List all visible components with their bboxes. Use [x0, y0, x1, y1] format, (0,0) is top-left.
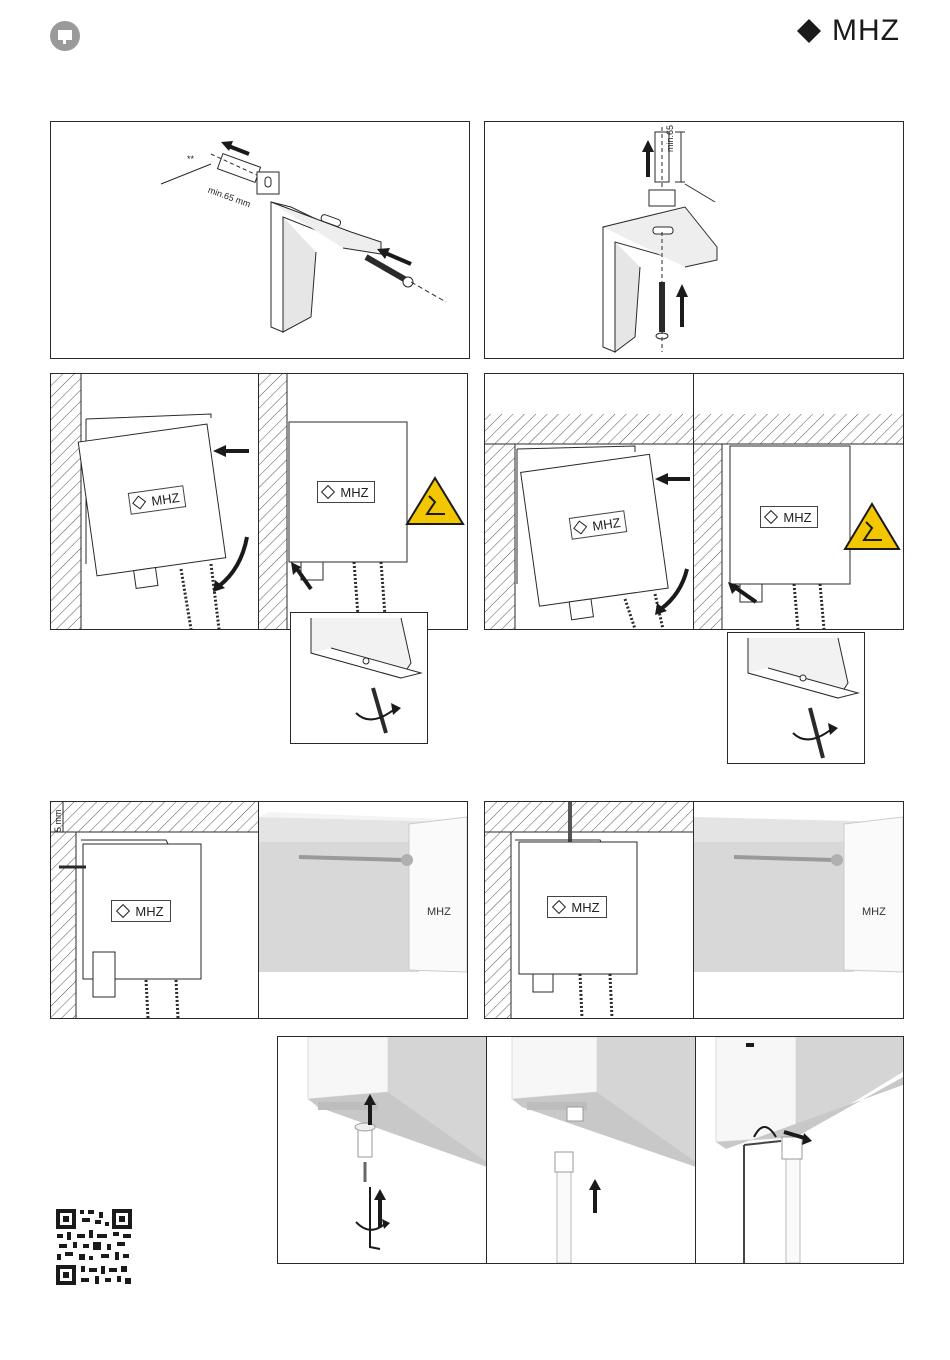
diamond-icon: [133, 495, 147, 509]
render-wall-headrail: MHZ: [258, 801, 468, 1019]
render-logo-text: MHZ: [427, 906, 451, 918]
step-crank-adapter: [277, 1036, 487, 1264]
label-double-star: **: [187, 154, 194, 164]
brand-logo: MHZ: [796, 14, 900, 48]
step-wall-final-section: 5 mm MHZ: [50, 801, 259, 1019]
step-crank-hook: [695, 1036, 904, 1264]
product-logo-box: MHZ: [547, 896, 607, 918]
step-ceiling-locked-panel: MHZ: [693, 373, 904, 630]
detail-release-screw-ceiling: [727, 632, 865, 764]
step-ceiling-mount-panel: min.65 mm: [484, 121, 904, 359]
product-logo-box: MHZ: [111, 900, 171, 922]
render-ceiling-headrail: MHZ: [693, 801, 904, 1019]
step-crank-insert: [486, 1036, 696, 1264]
diamond-icon: [116, 904, 130, 918]
diamond-icon: [552, 900, 566, 914]
label-gap-5mm: 5 mm: [53, 810, 63, 833]
step-ceiling-hook-panel: MHZ: [484, 373, 694, 630]
diamond-icon: [796, 18, 822, 44]
diamond-icon: [764, 510, 778, 524]
product-logo-box: MHZ: [317, 481, 375, 503]
speech-bubble-icon: [50, 21, 80, 51]
step-ceiling-final-section: MHZ: [484, 801, 694, 1019]
step-wall-hook-panel: MHZ: [50, 373, 259, 630]
detail-release-screw-wall: [290, 612, 428, 744]
qr-code[interactable]: [55, 1208, 133, 1286]
brand-name: MHZ: [832, 14, 900, 48]
label-min-depth-right: min.65 mm: [665, 121, 675, 152]
step-wall-mount-panel: ** min.65 mm: [50, 121, 470, 359]
product-logo-box: MHZ: [760, 506, 818, 528]
diamond-icon: [574, 520, 588, 534]
render-logo-text: MHZ: [862, 906, 886, 918]
diamond-icon: [321, 485, 335, 499]
step-wall-locked-panel: MHZ: [258, 373, 468, 630]
